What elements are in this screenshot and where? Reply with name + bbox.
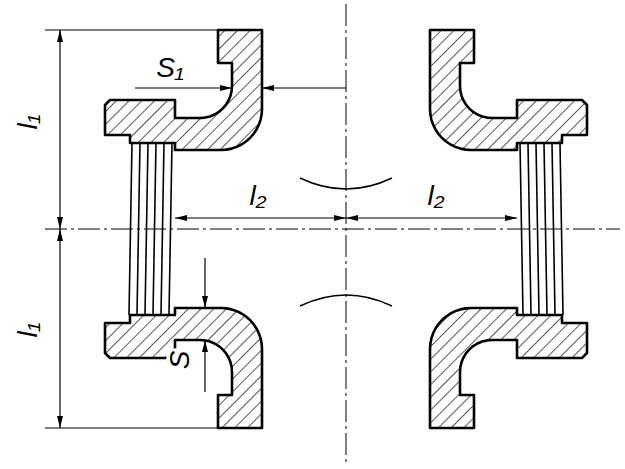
wall-section <box>105 30 262 150</box>
thread-line <box>520 143 523 315</box>
extension-line <box>45 427 218 428</box>
thread-line <box>528 143 531 315</box>
thread-line <box>129 143 132 315</box>
dimension-line <box>175 217 346 218</box>
wall-section <box>430 30 587 150</box>
extension-lines <box>45 30 218 428</box>
thread-line <box>169 143 172 315</box>
dimension-line <box>59 229 60 428</box>
dimension-label: l₁ <box>14 320 42 339</box>
dimension-line <box>59 30 60 229</box>
extension-line <box>45 29 218 30</box>
dimension-label: l₂ <box>248 182 269 210</box>
intersection-curves <box>300 178 392 306</box>
thread-line <box>552 143 555 315</box>
fitting-body <box>105 30 587 428</box>
center-lines <box>45 4 620 462</box>
thread-line <box>161 143 164 315</box>
thread-line <box>137 143 140 315</box>
thread-line <box>145 143 148 315</box>
thread-line <box>560 143 563 315</box>
thread-lines <box>129 143 563 315</box>
dimension-line <box>135 87 232 88</box>
wall-thickness-label: S <box>166 349 194 372</box>
thread-line <box>153 143 156 315</box>
dimension-line <box>204 258 205 308</box>
dimension-lines <box>60 30 517 428</box>
vertical-axis <box>346 4 347 462</box>
dimension-label: l₂ <box>426 182 447 210</box>
wall-section <box>430 308 587 428</box>
thread-line <box>536 143 539 315</box>
wall-section <box>105 308 262 428</box>
intersection-curve <box>300 178 392 189</box>
wall-thickness-label: S₁ <box>154 54 186 82</box>
thread-line <box>544 143 547 315</box>
dimension-line <box>346 217 517 218</box>
dimension-line <box>204 340 205 392</box>
intersection-curve <box>300 295 392 306</box>
dimension-label: l₁ <box>14 112 42 131</box>
dimension-line <box>262 87 346 88</box>
